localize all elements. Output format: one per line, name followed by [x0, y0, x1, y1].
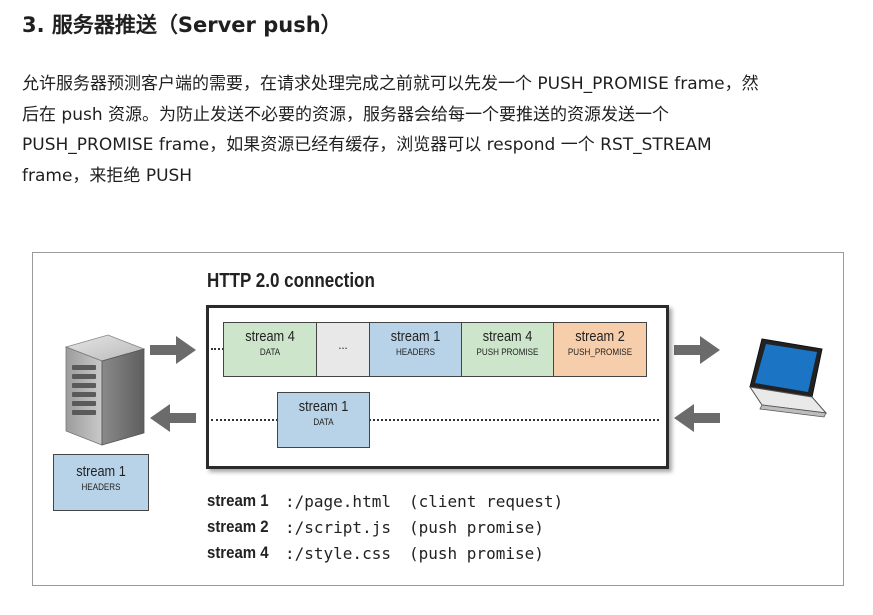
frame-type-label: DATA	[313, 417, 334, 428]
frame-stream-label: stream 4	[482, 328, 533, 345]
frame-stream-label: stream 1	[298, 398, 349, 415]
paragraph-line: frame，来拒绝 PUSH	[22, 165, 193, 186]
outbound-dotted-line	[211, 348, 224, 350]
laptop-icon	[748, 338, 828, 418]
frame-stream-label: ...	[338, 337, 348, 352]
inbound-dotted-line	[369, 419, 659, 421]
legend-note: (client request)	[409, 492, 564, 511]
arrow-icon	[674, 336, 720, 364]
outbound-frame: stream 2 PUSH_PROMISE	[553, 322, 647, 377]
legend-stream-key: stream 2	[207, 517, 269, 536]
paragraph-line: 后在 push 资源。为防止发送不必要的资源，服务器会给每一个要推送的资源发送一…	[22, 104, 670, 125]
section-paragraph: 允许服务器预测客户端的需要，在请求处理完成之前就可以先发一个 PUSH_PROM…	[22, 69, 857, 191]
outbound-frame: stream 4 PUSH PROMISE	[461, 322, 554, 377]
arrow-icon	[674, 404, 720, 432]
frame-type-label: PUSH_PROMISE	[567, 347, 633, 358]
frame-type-label: PUSH PROMISE	[476, 347, 539, 358]
legend-path: :/style.css	[285, 544, 391, 563]
frame-type-label: HEADERS	[395, 347, 436, 358]
legend-row: stream 2 :/script.js (push promise)	[207, 517, 544, 537]
frame-stream-label: stream 2	[575, 328, 625, 345]
inbound-dotted-line	[211, 419, 278, 421]
frame-stream-label: stream 1	[76, 463, 126, 480]
frame-type-label: DATA	[259, 347, 281, 358]
outbound-frame: stream 1 HEADERS	[369, 322, 462, 377]
outbound-frame: stream 4 DATA	[223, 322, 317, 377]
legend-note: (push promise)	[409, 544, 544, 563]
frame-stream-label: stream 4	[245, 328, 295, 345]
inbound-frame: stream 1 DATA	[277, 392, 370, 448]
connection-title: HTTP 2.0 connection	[207, 270, 375, 292]
legend-path: :/page.html	[285, 492, 391, 511]
arrow-icon	[150, 404, 196, 432]
server-icon	[64, 334, 146, 446]
legend-row: stream 1 :/page.html (client request)	[207, 491, 563, 511]
frame-type-label: HEADERS	[81, 482, 121, 493]
outbound-frame: ...	[316, 322, 370, 377]
arrow-icon	[150, 336, 196, 364]
paragraph-line: PUSH_PROMISE frame，如果资源已经有缓存，浏览器可以 respo…	[22, 135, 712, 155]
section-heading: 3. 服务器推送（Server push）	[22, 13, 342, 37]
legend-stream-key: stream 4	[207, 543, 269, 562]
paragraph-line: 允许服务器预测客户端的需要，在请求处理完成之前就可以先发一个 PUSH_PROM…	[22, 74, 759, 94]
frame-stream-label: stream 1	[390, 328, 441, 345]
legend-note: (push promise)	[409, 518, 544, 537]
legend-row: stream 4 :/style.css (push promise)	[207, 543, 544, 563]
legend-stream-key: stream 1	[207, 491, 269, 510]
client-headers-frame: stream 1 HEADERS	[53, 454, 149, 511]
legend-path: :/script.js	[285, 518, 391, 537]
